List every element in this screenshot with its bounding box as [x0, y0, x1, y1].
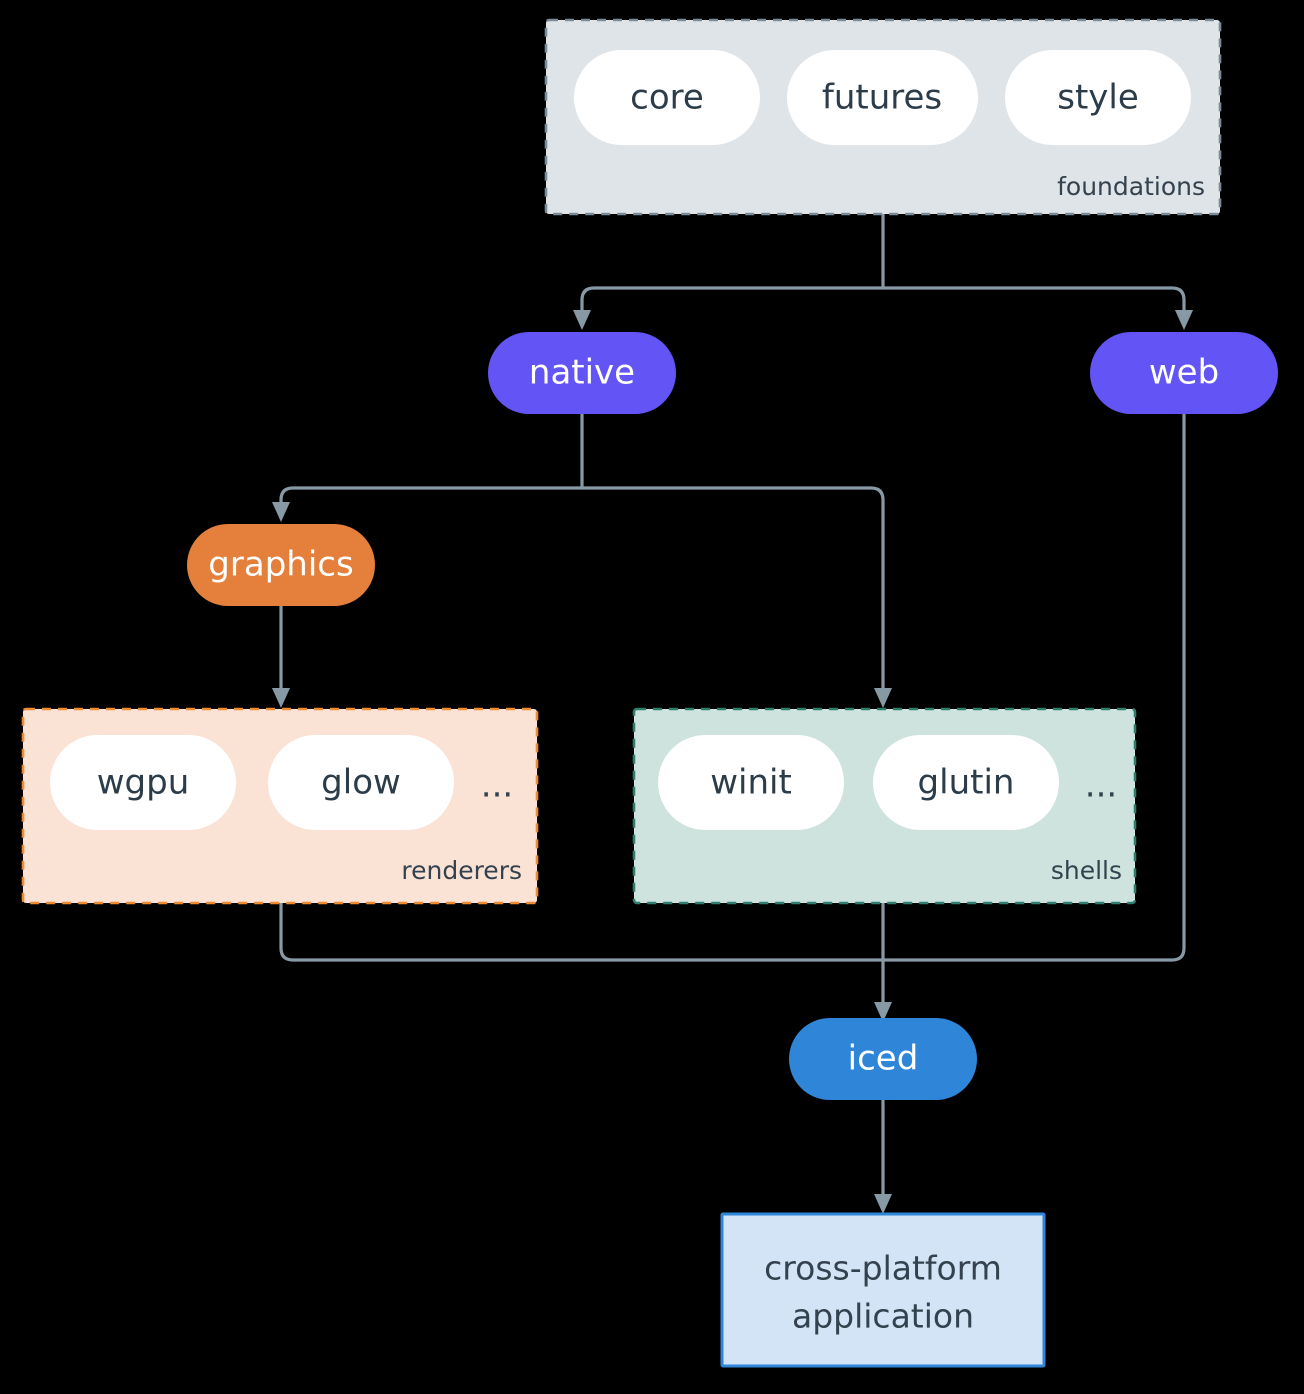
pill-glutin-shape [873, 735, 1059, 830]
edge-web-to-iced [881, 412, 1186, 962]
node-iced-shape [789, 1018, 977, 1100]
pill-wgpu-shape [50, 735, 236, 830]
pill-style-label: style [1057, 78, 1139, 118]
pill-futures[interactable]: futures [787, 50, 978, 145]
edge-native-to-graphics [279, 486, 584, 508]
arrowhead-application [874, 1194, 892, 1214]
node-native-label: native [529, 353, 635, 393]
arrowhead-native [573, 310, 591, 330]
node-iced-label: iced [848, 1039, 919, 1079]
arrowhead-web [1175, 310, 1193, 330]
node-iced[interactable]: iced [789, 1018, 977, 1100]
cluster-renderers-caption: renderers [401, 856, 522, 885]
pill-style-shape [1005, 50, 1191, 145]
cluster-shells-caption: shells [1051, 856, 1122, 885]
arrowhead-shells [874, 688, 892, 708]
shells-ellipsis-label: ... [1085, 766, 1117, 806]
pill-glutin-label: glutin [918, 763, 1015, 803]
node-application-label-line1: cross-platform [764, 1249, 1002, 1288]
pill-glow-shape [268, 735, 454, 830]
pill-winit-shape [658, 735, 844, 830]
node-native-shape [488, 332, 676, 414]
edge-foundations-to-web [881, 286, 1186, 314]
pill-style[interactable]: style [1005, 50, 1191, 145]
pill-wgpu[interactable]: wgpu [50, 735, 236, 830]
cluster-foundations-caption: foundations [1057, 172, 1205, 201]
pill-futures-label: futures [822, 78, 942, 118]
node-native[interactable]: native [488, 332, 676, 414]
node-graphics-label: graphics [208, 545, 353, 585]
pill-futures-shape [787, 50, 978, 145]
node-web-shape [1090, 332, 1278, 414]
node-graphics-shape [187, 524, 375, 606]
node-graphics[interactable]: graphics [187, 524, 375, 606]
arrowhead-renderers [272, 688, 290, 708]
pill-core-label: core [630, 78, 704, 118]
pill-winit[interactable]: winit [658, 735, 844, 830]
edge-foundations-to-native [580, 286, 885, 314]
pill-winit-label: winit [710, 763, 792, 803]
node-web[interactable]: web [1090, 332, 1278, 414]
pill-core-shape [574, 50, 760, 145]
cluster-renderers[interactable]: wgpu glow ... renderers [21, 707, 539, 905]
arrowhead-graphics [272, 502, 290, 522]
node-application-shape [720, 1212, 1046, 1368]
cluster-shells[interactable]: winit glutin ... shells [632, 707, 1137, 905]
node-web-label: web [1149, 353, 1219, 393]
pill-core[interactable]: core [574, 50, 760, 145]
pill-glow[interactable]: glow [268, 735, 454, 830]
edge-native-to-shells [580, 486, 885, 692]
pill-glow-label: glow [321, 763, 401, 803]
node-application[interactable]: cross-platform application [720, 1212, 1046, 1368]
edge-renderers-to-iced [279, 901, 885, 962]
pill-wgpu-label: wgpu [97, 763, 190, 803]
renderers-ellipsis-label: ... [481, 766, 513, 806]
arrowhead-iced [874, 1002, 892, 1022]
cluster-foundations[interactable]: core futures style foundations [544, 18, 1222, 216]
pill-glutin[interactable]: glutin [873, 735, 1059, 830]
node-application-label-line2: application [792, 1297, 974, 1336]
